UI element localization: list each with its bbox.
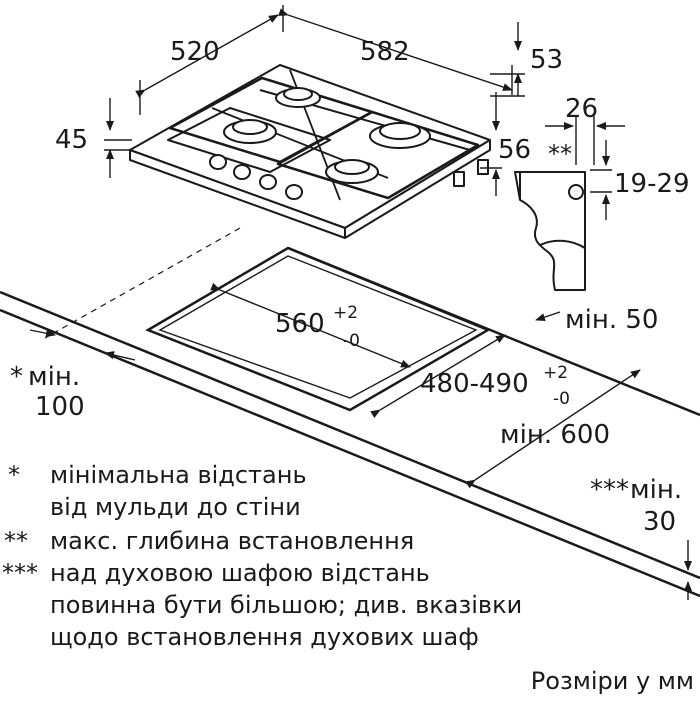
projection-lines (44, 227, 241, 339)
units-note: Розміри у мм (530, 667, 694, 695)
label-min-30-b: 30 (643, 507, 676, 537)
burner-front-right (325, 159, 379, 184)
label-cutout-560-minus: -0 (343, 331, 360, 351)
burner-rear-left (275, 87, 321, 108)
label-edge-mark: ** (548, 140, 572, 168)
hob (129, 64, 491, 239)
label-cutout-560: 560 (275, 309, 325, 339)
legend-line-5: повинна бути більшою; див. вказівки (50, 591, 523, 619)
label-cutout-480-490-minus: -0 (553, 389, 570, 409)
legend-mark-2: ** (4, 527, 28, 555)
footnote-legend: * мінімальна відстань від мульди до стін… (0, 460, 700, 706)
worktop-edge-profile (514, 171, 586, 291)
label-cutout-480-490-plus: +2 (543, 363, 568, 383)
label-width-582: 582 (360, 37, 410, 67)
burner-rear-right (369, 122, 431, 149)
label-min-100-mark: * (10, 362, 23, 392)
legend-line-2: від мульди до стіни (50, 493, 301, 521)
label-width-520: 520 (170, 37, 220, 67)
legend-mark-1: * (8, 461, 20, 489)
label-edge-19-29: 19-29 (614, 169, 690, 199)
control-knobs (209, 154, 303, 200)
label-min-600: мін. 600 (500, 420, 610, 450)
label-cutout-560-plus: +2 (333, 303, 358, 323)
label-min-50: мін. 50 (565, 305, 658, 335)
dimension-lines (29, 5, 692, 600)
label-min-30-mark: *** (590, 475, 629, 505)
label-height-56: 56 (498, 135, 531, 165)
label-min-100-b: 100 (35, 392, 85, 422)
label-min-100-a: мін. (28, 362, 80, 392)
legend-line-6: щодо встановлення духових шаф (50, 623, 479, 651)
label-min-30-a: мін. (630, 475, 682, 505)
dimension-labels: 520 582 53 45 56 26 ** 19-29 560 +2 -0 4… (10, 37, 690, 537)
legend-mark-3: *** (2, 559, 38, 587)
burner-front-left (223, 119, 277, 144)
label-cutout-480-490: 480-490 (420, 369, 529, 399)
legend-line-3: макс. глибина встановлення (50, 527, 415, 555)
legend-line-4: над духовою шафою відстань (50, 559, 430, 587)
cutout (145, 246, 491, 412)
label-height-45: 45 (55, 125, 88, 155)
label-depth-53: 53 (530, 45, 563, 75)
legend-line-1: мінімальна відстань (50, 461, 307, 489)
label-edge-26: 26 (565, 94, 598, 124)
